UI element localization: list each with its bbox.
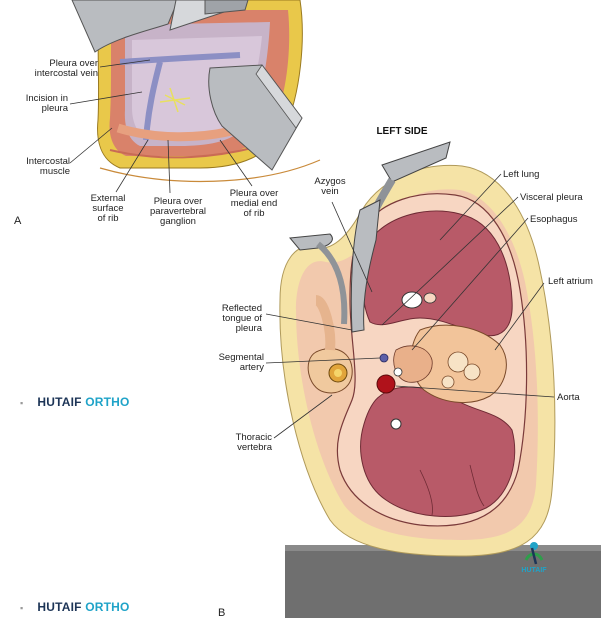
logo-text: HUTAIF [521, 567, 547, 574]
retractor-top-icon [71, 0, 249, 53]
label-pleura-medial-end-3: of rib [243, 208, 264, 219]
label-thoracic-vertebra: Thoracic [236, 432, 273, 443]
label-external-surface: External [91, 193, 126, 204]
panel-a-letter: A [14, 215, 22, 227]
label-reflected-tongue-3: pleura [236, 323, 263, 334]
label-reflected-tongue-2: tongue of [222, 313, 262, 324]
brand-part1: HUTAIF [37, 395, 82, 409]
brand-part1: HUTAIF [37, 600, 82, 614]
label-pleura-intercostal-vein-2: intercostal vein [35, 68, 98, 79]
label-azygos-vein: Azygos [314, 176, 345, 187]
label-esophagus: Esophagus [530, 214, 578, 225]
label-reflected-tongue: Reflected [222, 303, 262, 314]
label-pleura-medial-end-2: medial end [231, 198, 277, 209]
hutaif-logo-icon: HUTAIF [521, 542, 547, 574]
panel-b-labels: LEFT SIDE Azygos vein Left lung Visceral… [218, 126, 593, 618]
azygos-vein [379, 353, 389, 363]
label-pleura-paravertebral-2: paravertebral [150, 206, 206, 217]
label-intercostal-muscle: Intercostal [26, 156, 70, 167]
panel-b-letter: B [218, 607, 225, 618]
label-incision-in-pleura-2: pleura [42, 103, 69, 114]
watermark-brand-1: ▪ HUTAIF ORTHO [20, 395, 130, 409]
operating-table [285, 545, 601, 618]
label-intercostal-muscle-2: muscle [40, 166, 70, 177]
label-left-atrium: Left atrium [548, 276, 593, 287]
watermark-dot-icon: ▪ [20, 603, 24, 613]
panel-a-drawing [69, 0, 321, 194]
label-pleura-paravertebral: Pleura over [154, 196, 203, 207]
brand-part2: ORTHO [85, 600, 130, 614]
watermark-brand-2: ▪ HUTAIF ORTHO [20, 600, 130, 614]
left-side-title: LEFT SIDE [376, 126, 427, 137]
retractor-bottom-icon [208, 64, 303, 171]
label-pleura-medial-end: Pleura over [230, 188, 279, 199]
panel-a-labels: Pleura over intercostal vein Incision in… [14, 58, 278, 227]
label-segmental-artery: Segmental [219, 352, 264, 363]
label-incision-in-pleura: Incision in [26, 93, 68, 104]
watermark-dot-icon: ▪ [20, 398, 24, 408]
label-external-surface-2: surface [92, 203, 123, 214]
esophagus [393, 345, 433, 383]
label-pleura-intercostal-vein: Pleura over [49, 58, 98, 69]
label-pleura-paravertebral-3: ganglion [160, 216, 196, 227]
label-visceral-pleura: Visceral pleura [520, 192, 583, 203]
label-external-surface-3: of rib [97, 213, 118, 224]
label-aorta: Aorta [557, 392, 580, 403]
label-azygos-vein-2: vein [321, 186, 338, 197]
retractor-left-icon [289, 233, 348, 325]
brand-part2: ORTHO [85, 395, 130, 409]
panel-b-drawing [265, 141, 601, 618]
retractor-right-icon [350, 141, 451, 333]
aorta [376, 374, 396, 394]
label-segmental-artery-2: artery [240, 362, 265, 373]
label-thoracic-vertebra-2: vertebra [237, 442, 273, 453]
label-left-lung: Left lung [503, 169, 539, 180]
